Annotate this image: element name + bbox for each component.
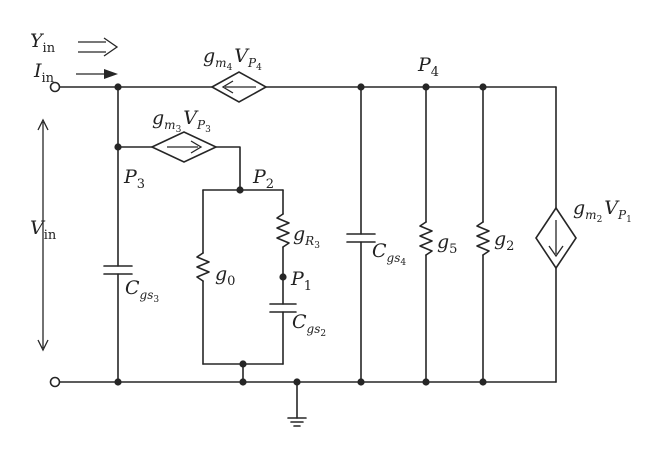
label-i-in: Iin [33, 60, 55, 86]
label-p4: P4 [417, 54, 439, 80]
label-p1: P1 [290, 268, 312, 294]
branch-p3 [103, 86, 153, 383]
label-gr3: gR3 [293, 223, 320, 251]
label-cgs2: Cgs2 [292, 311, 326, 339]
branch-g5 [419, 86, 433, 383]
v-in-arrow [37, 118, 49, 352]
label-source-mid: gm3VP3 [152, 107, 211, 135]
branch-right-source [535, 86, 577, 383]
wire-mid-to-p2 [215, 146, 241, 191]
branch-g2 [476, 86, 490, 383]
junction-dots [114, 83, 487, 386]
y-in-arrow [78, 37, 119, 57]
ground-icon [287, 381, 307, 427]
label-g2: g2 [494, 228, 514, 254]
label-g5: g5 [437, 231, 457, 257]
label-p2: P2 [252, 166, 274, 192]
label-cgs3: Cgs3 [125, 277, 159, 305]
label-g0: g0 [215, 263, 235, 289]
i-in-arrow [76, 69, 118, 79]
branch-cgs4 [346, 86, 376, 383]
inner-loop [196, 189, 297, 383]
dependent-source-top [210, 71, 268, 103]
label-cgs4: Cgs4 [372, 240, 406, 268]
label-p3: P3 [123, 166, 145, 192]
label-source-right: gm2VP1 [573, 197, 632, 225]
label-source-top: gm4VP4 [203, 45, 262, 73]
input-terminal-bottom [49, 376, 61, 388]
label-y-in: Yin [30, 30, 56, 56]
dependent-source-mid [150, 131, 218, 163]
label-v-in: Vin [30, 217, 57, 243]
